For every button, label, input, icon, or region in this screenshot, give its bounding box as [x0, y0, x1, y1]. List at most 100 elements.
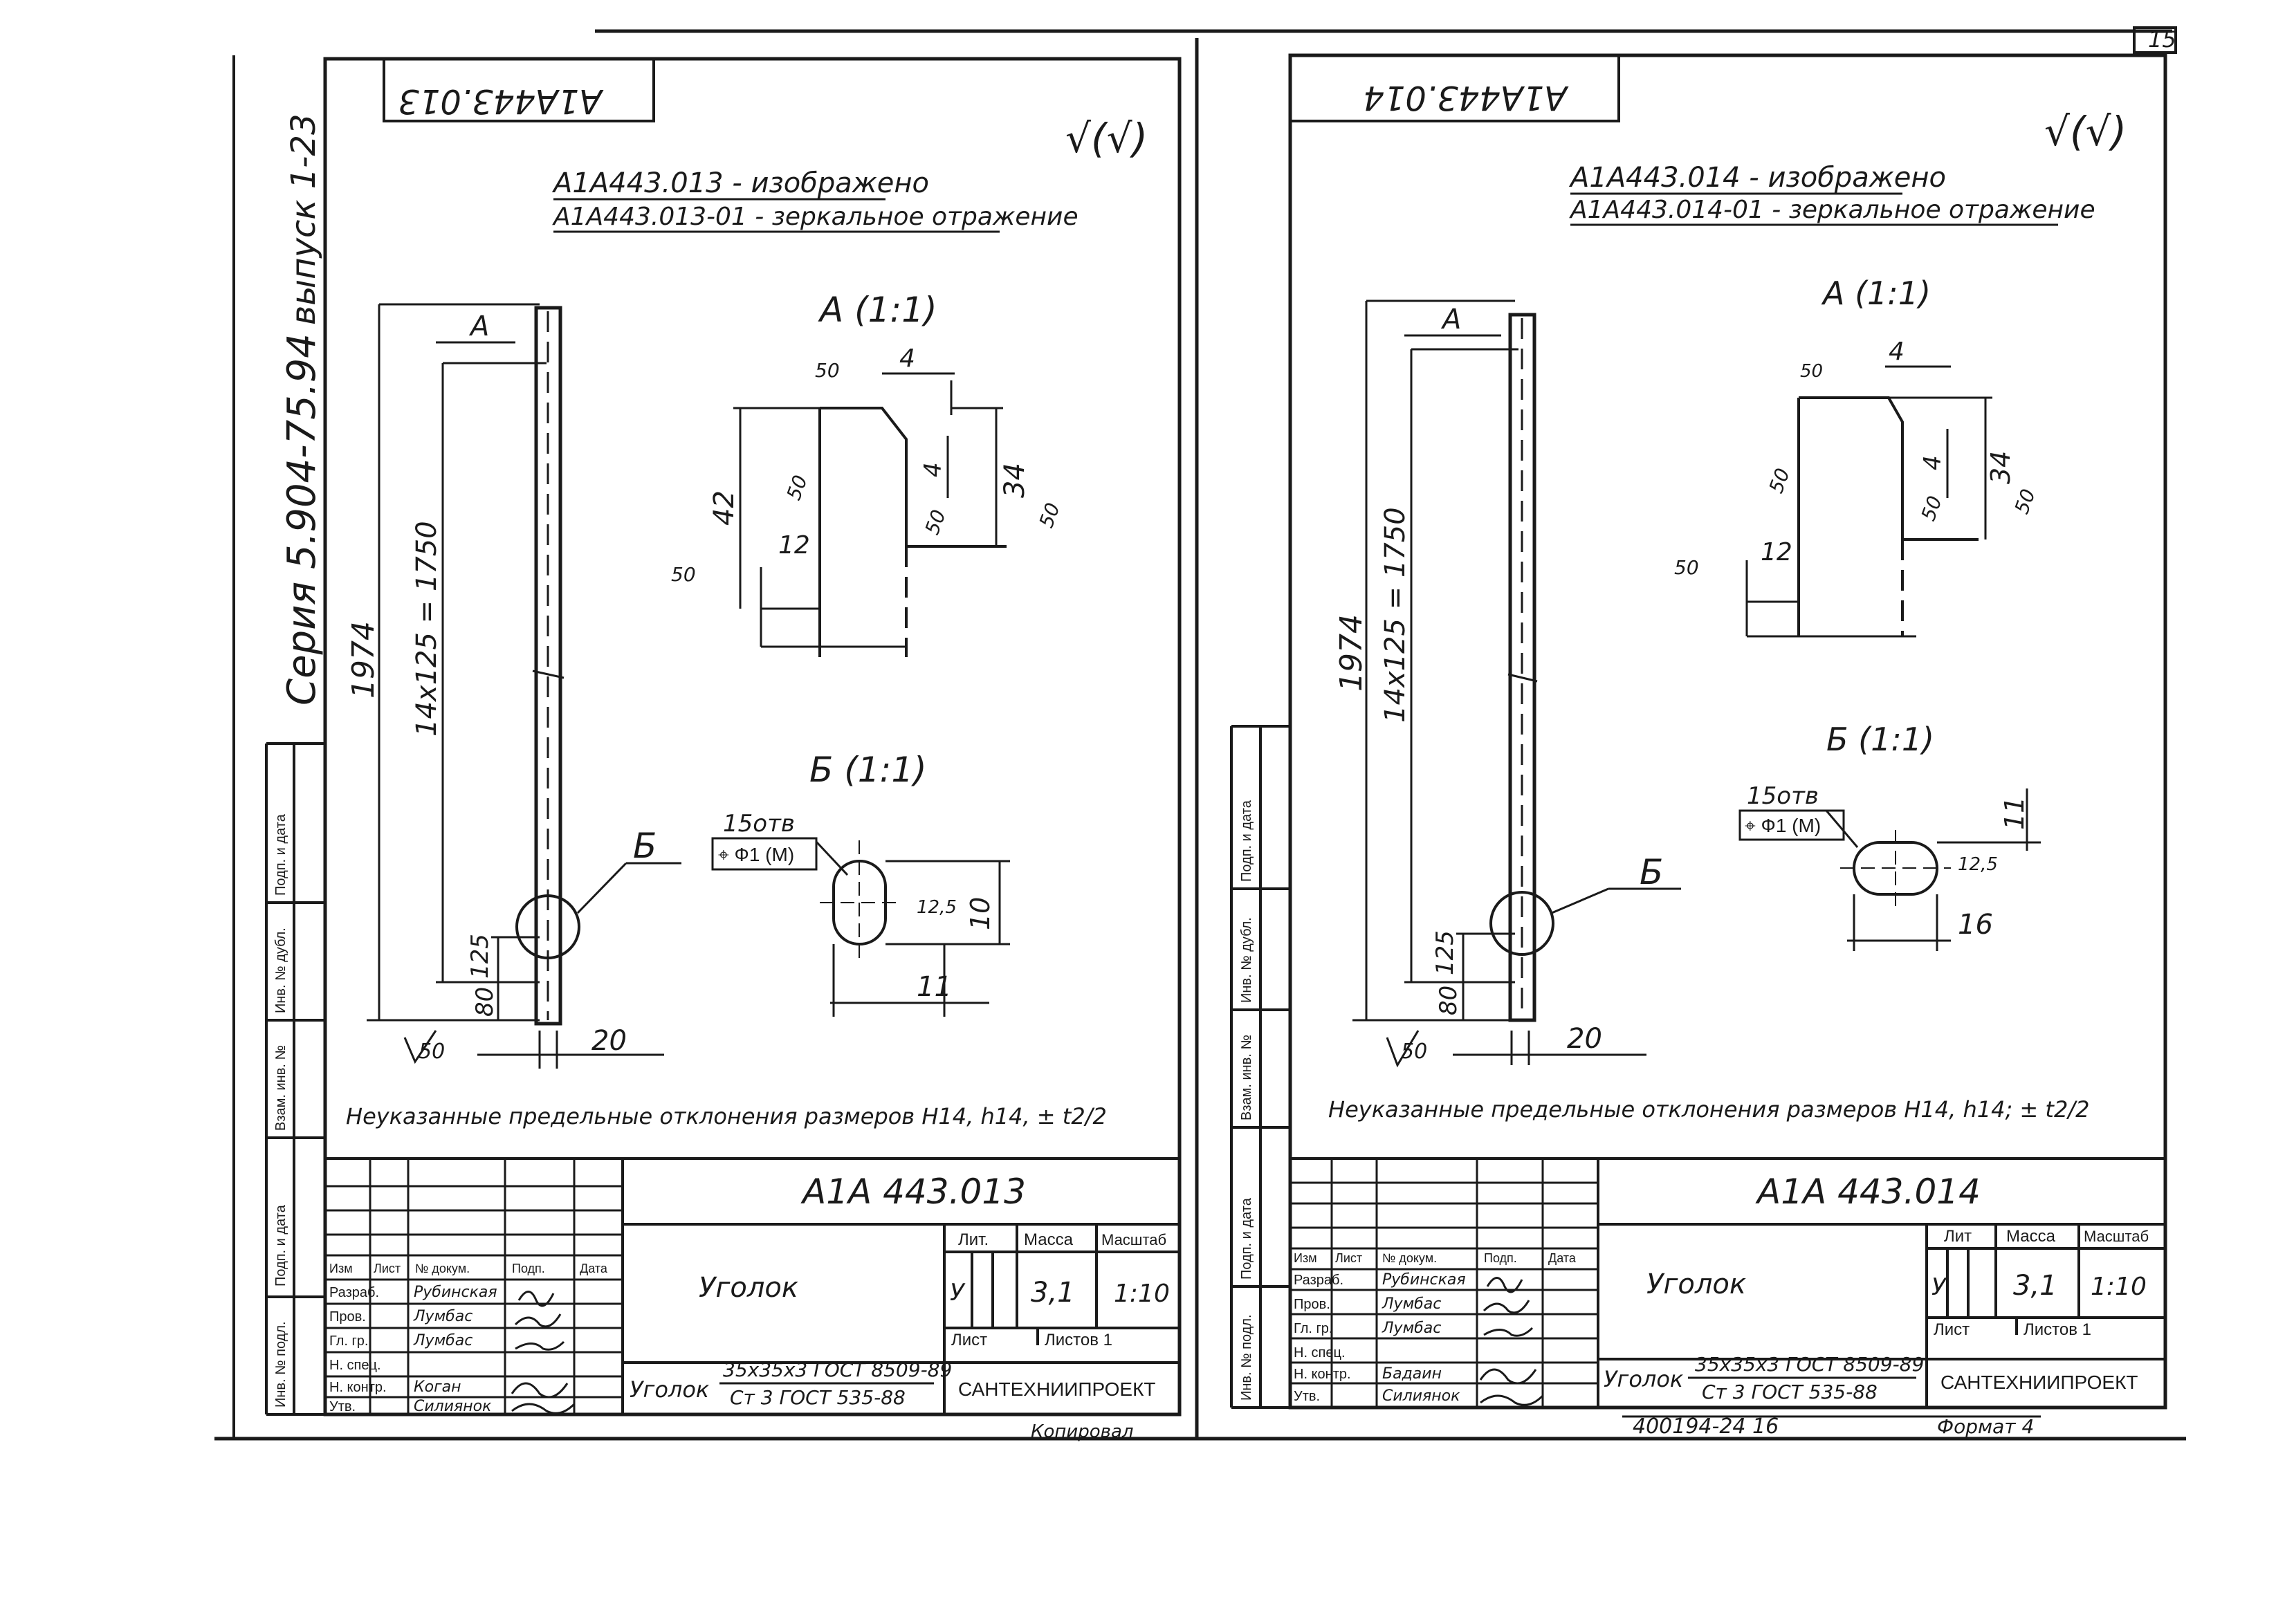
- left-row-role: Н. спец.: [329, 1358, 381, 1373]
- left-margin-cell: Инв. № дубл.: [273, 928, 288, 1013]
- left-view-a-r50: 50: [671, 563, 696, 586]
- right-part-name: Уголок: [1646, 1268, 1746, 1300]
- right-margin-cell: Подп. и дата: [1239, 800, 1254, 882]
- left-bottom-note: Копировал: [1031, 1421, 1134, 1442]
- right-row-role: Н. контр.: [1294, 1367, 1351, 1382]
- left-sheets-label: Листов 1: [1045, 1331, 1112, 1349]
- left-dim-80: 80: [471, 987, 499, 1017]
- left-row-role: Пров.: [329, 1309, 366, 1325]
- left-dim-total: 1974: [346, 621, 381, 699]
- left-row-role: Разраб.: [329, 1285, 379, 1300]
- right-marker-a: А: [1440, 304, 1461, 335]
- left-row-person: Рубинская: [414, 1284, 497, 1301]
- left-row-person: Лумбас: [413, 1308, 472, 1325]
- right-view-a-r50: 50: [1917, 493, 1947, 524]
- left-col-header: Подп.: [512, 1262, 545, 1275]
- left-title-block: [325, 1157, 1180, 1414]
- right-sheet-frame: [1288, 53, 2167, 1410]
- right-mirror-code: А1А443.014: [1363, 78, 1569, 117]
- right-lit-header: Лит: [1944, 1227, 1972, 1246]
- left-view-b-11: 11: [917, 971, 952, 1003]
- left-row-person: Лумбас: [413, 1332, 472, 1349]
- right-col-header: № докум.: [1382, 1251, 1437, 1265]
- right-margin-cell: Инв. № подл.: [1239, 1314, 1254, 1401]
- right-view-a-dim-4b: 4: [1919, 455, 1947, 470]
- right-material-prefix: Уголок: [1604, 1366, 1684, 1392]
- right-scale-header: Масштаб: [2084, 1228, 2149, 1245]
- left-view-a-r50: 50: [782, 472, 812, 504]
- right-view-b-drawing: [1825, 788, 2041, 951]
- right-row-person: Бадаин: [1382, 1365, 1442, 1383]
- left-margin-cell: Инв. № подл.: [273, 1321, 288, 1408]
- right-view-b-tol-box: [1738, 809, 1845, 841]
- left-view-b-holes: 15отв: [723, 810, 795, 838]
- right-note-line2: А1А443.014-01 - зеркальное отражение: [1569, 196, 2095, 224]
- left-mass-value: 3,1: [1031, 1277, 1075, 1309]
- left-designation: А1А 443.013: [800, 1172, 1026, 1212]
- left-row-role: Утв.: [329, 1399, 356, 1414]
- right-view-a-r50: 50: [1674, 556, 1699, 579]
- left-material-top: 35х35х3 ГОСТ 8509-89: [723, 1358, 952, 1381]
- right-mass-header: Масса: [2006, 1227, 2056, 1246]
- right-marker-b: Б: [1640, 852, 1663, 892]
- left-organization: САНТЕХНИИПРОЕКТ: [958, 1378, 1155, 1400]
- left-material-bottom: Ст 3 ГОСТ 535-88: [730, 1386, 906, 1409]
- right-col-header: Подп.: [1484, 1251, 1517, 1265]
- left-view-a-r50: 50: [1035, 500, 1065, 531]
- right-sheet-label: Лист: [1934, 1320, 1970, 1339]
- format-label: Формат 4: [1937, 1415, 2034, 1438]
- right-dim-80: 80: [1435, 986, 1462, 1015]
- right-view-b-125: 12,5: [1958, 854, 1998, 875]
- right-dim-125: 125: [1431, 930, 1459, 975]
- left-dim-pitch: 14x125 = 1750: [411, 521, 443, 737]
- left-view-b-10: 10: [965, 897, 995, 930]
- right-view-b-16: 16: [1958, 909, 1993, 941]
- left-scale-header: Масштаб: [1101, 1231, 1166, 1248]
- left-col-header: Лист: [374, 1262, 401, 1275]
- right-view-b-11: 11: [1999, 797, 2030, 830]
- right-note-line1: А1А443.014 - изображено: [1568, 162, 1946, 194]
- right-tolerance-note: Неуказанные предельные отклонения размер…: [1328, 1096, 2089, 1123]
- left-view-a-r50: 50: [815, 359, 840, 382]
- right-material-top: 35х35х3 ГОСТ 8509-89: [1695, 1353, 1924, 1376]
- left-mirror-code: А1А443.013: [398, 82, 604, 120]
- right-row-role: Пров.: [1294, 1297, 1330, 1312]
- right-row-person: Рубинская: [1382, 1271, 1466, 1289]
- right-angle-part: [1507, 313, 1538, 1022]
- right-signatures: [1479, 1277, 1544, 1406]
- right-view-a-dim-34: 34: [1985, 451, 2016, 484]
- right-sheet: Инв. № подл. Подп. и дата Взам. инв. № И…: [1230, 53, 2167, 1439]
- right-view-b-tol: ⌖ Ф1 (М): [1745, 815, 1821, 836]
- left-row-person: Силиянок: [414, 1398, 492, 1415]
- left-view-b-tol-box: [711, 837, 818, 871]
- left-note-line2: А1А443.013-01 - зеркальное отражение: [552, 203, 1079, 231]
- left-margin-cell: Подп. и дата: [273, 813, 288, 896]
- left-callout-b-circle: [515, 894, 580, 959]
- right-dim-pitch: 14x125 = 1750: [1379, 507, 1411, 723]
- right-sheets-label: Листов 1: [2024, 1320, 2091, 1339]
- left-sheet-label: Лист: [951, 1331, 987, 1349]
- left-view-b-tol: ⌖ Ф1 (М): [718, 844, 794, 865]
- left-view-b-125: 12,5: [917, 897, 957, 918]
- right-row-person: Лумбас: [1382, 1295, 1441, 1313]
- left-dimensions: [367, 303, 664, 1069]
- left-lit-header: Лит.: [958, 1230, 989, 1249]
- left-row-role: Н. контр.: [329, 1380, 387, 1395]
- left-material-prefix: Уголок: [630, 1376, 710, 1403]
- right-lit-value: У: [1931, 1273, 1947, 1301]
- left-view-a-dim-4: 4: [899, 344, 915, 373]
- left-view-a-r50: 50: [921, 507, 951, 538]
- left-col-header: Изм: [329, 1262, 353, 1275]
- left-note-line1: А1А443.013 - изображено: [551, 167, 929, 199]
- right-callout-b-circle: [1489, 891, 1554, 956]
- right-margin-cell: Инв. № дубл.: [1239, 917, 1254, 1003]
- right-title-block: [1290, 1157, 2165, 1408]
- right-row-role: Гл. гр.: [1294, 1321, 1332, 1336]
- left-margin-cell: Подп. и дата: [273, 1204, 288, 1286]
- left-view-b-label: Б (1:1): [809, 750, 927, 790]
- left-part-name: Уголок: [699, 1272, 798, 1304]
- right-dim-20: 20: [1567, 1023, 1602, 1055]
- left-tolerance-note: Неуказанные предельные отклонения размер…: [346, 1103, 1107, 1129]
- left-view-a-label: А (1:1): [818, 290, 937, 330]
